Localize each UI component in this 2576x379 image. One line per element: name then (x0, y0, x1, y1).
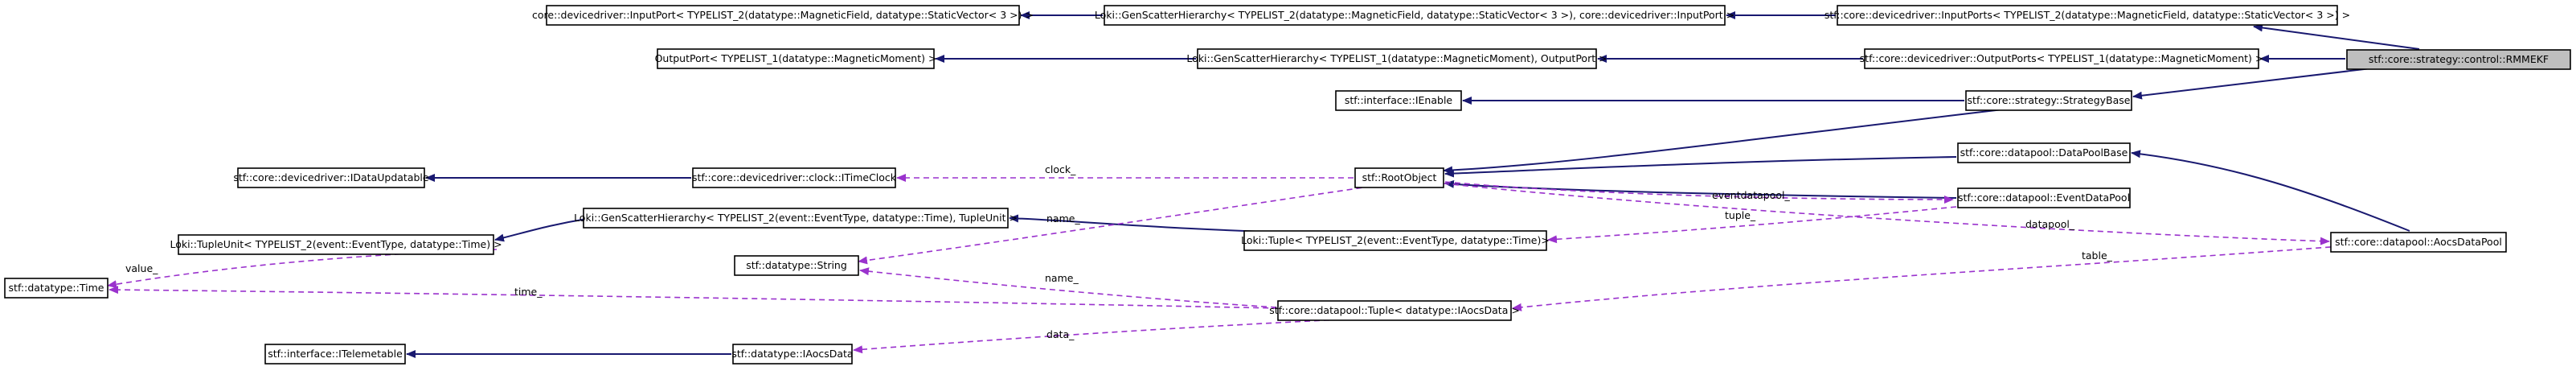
edge-label-datapool: datapool_ (2025, 218, 2075, 230)
class-label: stf::RootObject (1362, 171, 1437, 183)
inheritance-edges (406, 11, 2420, 358)
edge-aocsdatapool-datapoolbase (2131, 150, 2410, 232)
class-label: Loki::Tuple< TYPELIST_2(event::EventType… (1241, 234, 1550, 246)
edge-label-tuple: tuple_ (1725, 209, 1756, 221)
edge-gsh-event-tupleunit (494, 218, 588, 242)
class-label: stf::core::devicedriver::IDataUpdatable (233, 171, 429, 183)
edge-label-time: time_ (514, 286, 543, 298)
class-node-aocsdatapool[interactable]: stf::core::datapool::AocsDataPool (2330, 232, 2507, 253)
class-label: stf::core::datapool::AocsDataPool (2335, 236, 2502, 248)
class-label: Loki::TupleUnit< TYPELIST_2(event::Event… (170, 238, 502, 250)
edge-datapoolbase-rootobject (1444, 156, 1957, 178)
class-node-gsh-input[interactable]: Loki::GenScatterHierarchy< TYPELIST_2(da… (1095, 5, 1734, 26)
edge-label-table: table_ (2082, 249, 2113, 262)
edge-eventdatapool-datapoolbase (1444, 179, 1957, 199)
class-node-inputport[interactable]: core::devicedriver::InputPort< TYPELIST_… (532, 5, 1034, 26)
class-label: Loki::GenScatterHierarchy< TYPELIST_2(da… (1095, 9, 1734, 21)
class-label: stf::interface::IEnable (1345, 94, 1453, 106)
edge-name2 (859, 267, 1277, 308)
class-label: stf::datatype::String (746, 259, 847, 271)
class-node-datapool-tuple[interactable]: stf::core::datapool::Tuple< datatype::IA… (1269, 300, 1520, 321)
edge-eventdatapool (1444, 181, 1954, 204)
edge-rmmekf-strategybase (2132, 68, 2372, 100)
class-label: stf::core::strategy::StrategyBase (1968, 94, 2131, 106)
edge-label-value: value_ (125, 262, 158, 274)
diagram-nodes: stf::core::strategy::control::RMMEKF stf… (4, 5, 2571, 365)
class-label: core::devicedriver::InputPort< TYPELIST_… (532, 9, 1034, 21)
class-node-gsh-event[interactable]: Loki::GenScatterHierarchy< TYPELIST_2(ev… (574, 208, 1018, 229)
class-node-eventdatapool[interactable]: stf::core::datapool::EventDataPool (1957, 187, 2131, 208)
edge-label-eventdatapool: eventdatapool_ (1712, 189, 1790, 201)
class-label: stf::core::datapool::DataPoolBase (1960, 146, 2128, 159)
class-node-itimeclock[interactable]: stf::core::devicedriver::clock::ITimeClo… (692, 167, 897, 188)
class-label: stf::core::devicedriver::clock::ITimeClo… (692, 171, 897, 183)
class-node-string[interactable]: stf::datatype::String (734, 255, 859, 276)
class-node-rmmekf[interactable]: stf::core::strategy::control::RMMEKF (2346, 49, 2571, 70)
edge-datapool (1443, 183, 2330, 245)
edge-time (109, 286, 1279, 309)
edge-label-data: data_ (1046, 328, 1075, 340)
class-label: OutputPort< TYPELIST_1(datatype::Magneti… (655, 52, 937, 64)
class-node-lokituple[interactable]: Loki::Tuple< TYPELIST_2(event::EventType… (1241, 230, 1550, 251)
edge-labels: clock_ eventdatapool_ tuple_ datapool_ t… (125, 163, 2113, 340)
class-node-outputports[interactable]: stf::core::devicedriver::OutputPorts< TY… (1860, 48, 2264, 69)
class-label: Loki::GenScatterHierarchy< TYPELIST_1(da… (1186, 52, 1607, 64)
class-label: stf::core::datapool::Tuple< datatype::IA… (1269, 304, 1520, 316)
class-node-ienable[interactable]: stf::interface::IEnable (1335, 90, 1462, 111)
class-node-strategybase[interactable]: stf::core::strategy::StrategyBase (1965, 90, 2132, 111)
class-node-gsh-output[interactable]: Loki::GenScatterHierarchy< TYPELIST_1(da… (1186, 48, 1607, 69)
class-label: stf::core::devicedriver::InputPorts< TYP… (1824, 9, 2350, 21)
class-node-iaocsdata[interactable]: stf::datatype::IAocsData (731, 344, 854, 365)
class-label: stf::core::strategy::control::RMMEKF (2369, 53, 2549, 65)
class-node-outputport[interactable]: OutputPort< TYPELIST_1(datatype::Magneti… (655, 48, 937, 69)
class-node-inputports[interactable]: stf::core::devicedriver::InputPorts< TYP… (1824, 5, 2350, 26)
class-node-datapoolbase[interactable]: stf::core::datapool::DataPoolBase (1957, 142, 2131, 163)
class-label: stf::core::datapool::EventDataPool (1958, 192, 2130, 204)
usage-edges (107, 174, 2341, 354)
edge-label-clock: clock_ (1045, 163, 1076, 175)
edge-label-name2: name_ (1045, 272, 1079, 284)
class-node-idataupdatable[interactable]: stf::core::devicedriver::IDataUpdatable (233, 167, 429, 188)
edge-strategybase-rootobject (1443, 109, 2004, 175)
class-label: stf::interface::ITelemetable (268, 348, 403, 360)
edge-data (853, 318, 1359, 354)
edge-table (1512, 245, 2341, 311)
class-label: stf::core::devicedriver::OutputPorts< TY… (1860, 52, 2264, 64)
edge-label-name1: name_ (1046, 212, 1080, 225)
class-node-rootobject[interactable]: stf::RootObject (1354, 167, 1444, 188)
class-label: Loki::GenScatterHierarchy< TYPELIST_2(ev… (574, 212, 1018, 224)
edge-name1 (858, 183, 1391, 265)
edge-rmmekf-inputports (2253, 23, 2420, 50)
class-node-tupleunit[interactable]: Loki::TupleUnit< TYPELIST_2(event::Event… (170, 234, 502, 255)
class-label: stf::datatype::Time (9, 282, 104, 294)
class-node-itelemetable[interactable]: stf::interface::ITelemetable (264, 344, 406, 365)
edge-tuple (1547, 206, 1957, 244)
class-node-time[interactable]: stf::datatype::Time (4, 278, 109, 299)
class-label: stf::datatype::IAocsData (731, 348, 853, 360)
